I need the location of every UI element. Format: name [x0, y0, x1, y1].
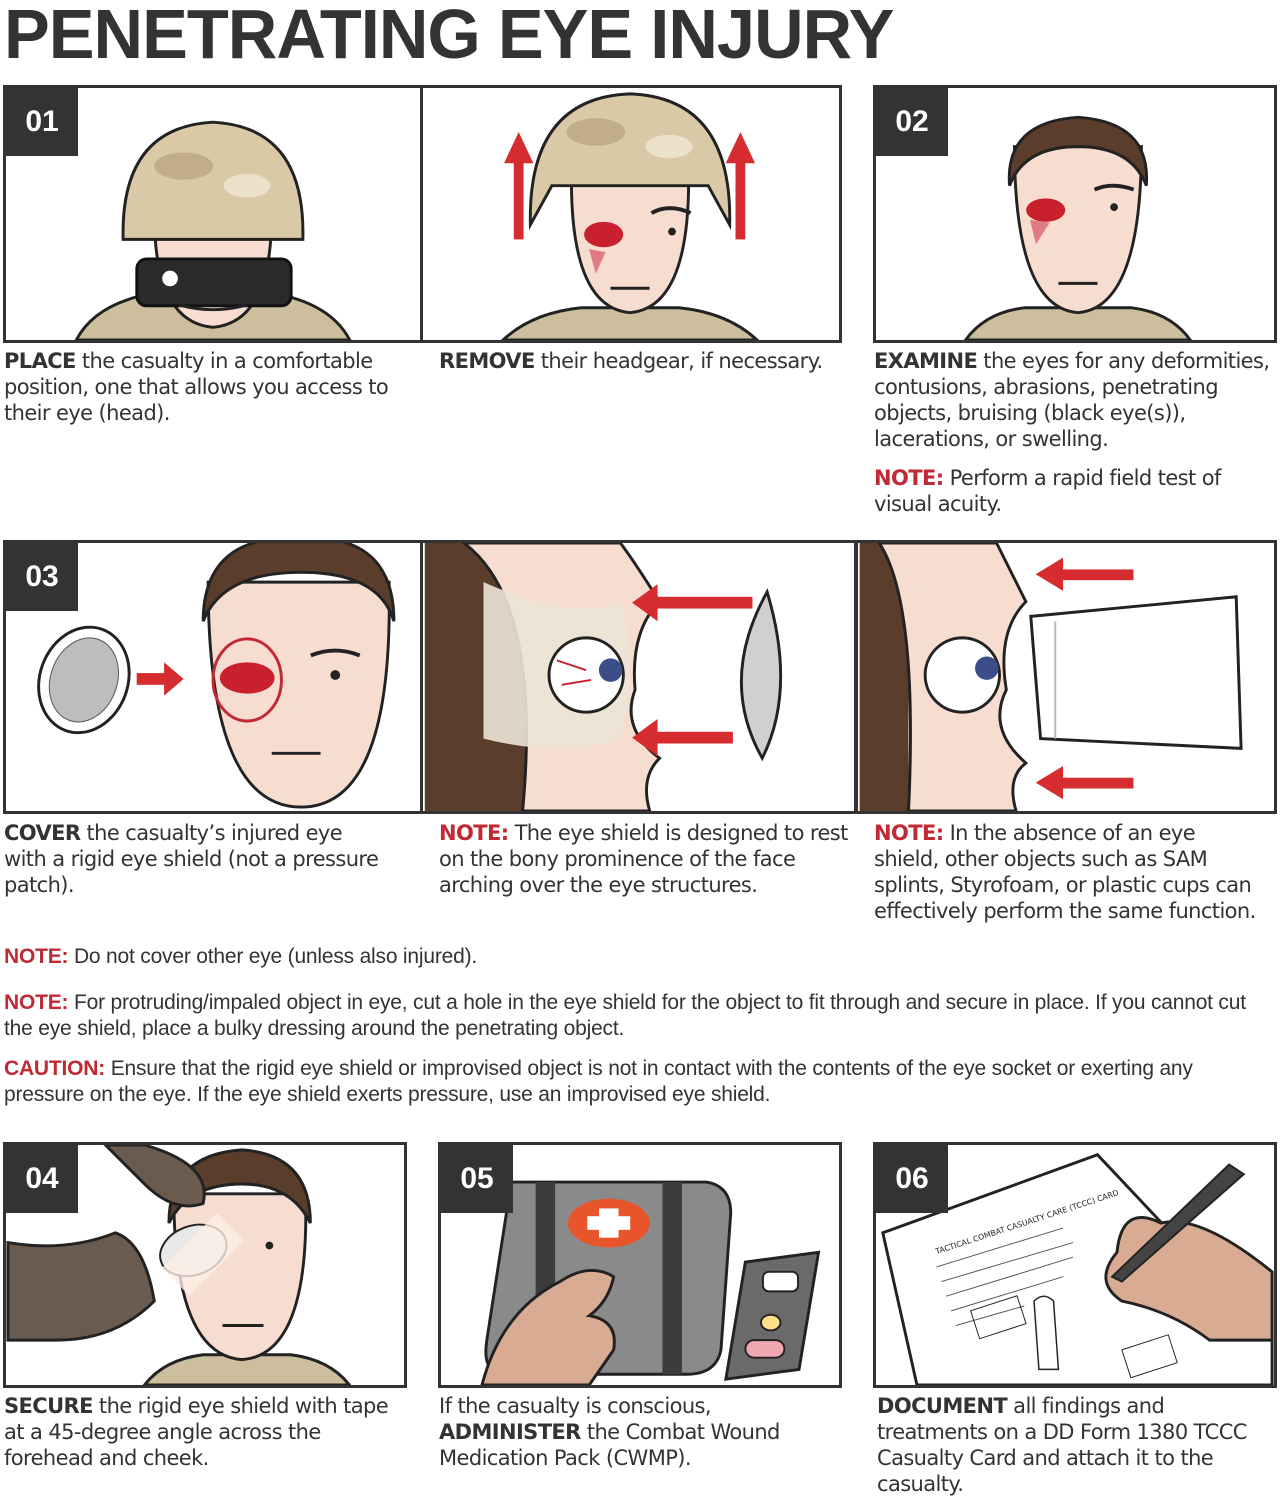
step-01-panel: 01 [3, 85, 423, 343]
note-impaled-object: NOTE: For protruding/impaled object in e… [4, 991, 1246, 1040]
step-06-caption: DOCUMENT all findings and treatments on … [877, 1394, 1247, 1496]
eye-shield-side-view-illustration [424, 543, 783, 811]
cup-side-panel [855, 540, 1277, 814]
step-04-caption: SECURE the rigid eye shield with tape at… [4, 1394, 389, 1470]
soldier-injured-eye-illustration [963, 115, 1193, 340]
casualty-card-icon [881, 1153, 1274, 1385]
step-05-caption: If the casualty is conscious, ADMINISTER… [439, 1394, 780, 1470]
soldier-goggles-illustration [74, 120, 352, 340]
arrow-left-icon [632, 584, 753, 757]
eye-shield-icon [37, 625, 131, 735]
soldier-helmet-removal-illustration [500, 92, 760, 340]
pen-icon [1110, 1163, 1246, 1283]
step-05-panel: 05 [438, 1142, 842, 1388]
shield-note: NOTE: The eye shield is designed to rest… [439, 821, 848, 897]
arrow-up-icon [504, 131, 756, 240]
cup-note: NOTE: In the absence of an eye shield, o… [874, 821, 1256, 923]
step-badge: 03 [6, 543, 78, 611]
step-badge: 04 [6, 1145, 78, 1213]
step-badge: 06 [876, 1145, 948, 1213]
plastic-cup-over-eye-illustration [859, 543, 1243, 811]
shield-side-panel [420, 540, 857, 814]
medical-cross-icon [567, 1198, 650, 1248]
step-01-caption: PLACE the casualty in a comfortable posi… [4, 349, 389, 425]
gloved-hand-icon [6, 1231, 156, 1342]
medical-kit-illustration [480, 1180, 821, 1385]
hand-icon [480, 1269, 616, 1385]
step-04-panel: 04 [3, 1142, 407, 1388]
step-badge: 02 [876, 88, 948, 156]
step-badge: 01 [6, 88, 78, 156]
page-title: PENETRATING EYE INJURY [4, 0, 894, 73]
arrow-right-icon [136, 662, 184, 696]
step-06-panel: 06 TACTICAL COMBAT CASUALTY CARE (TCCC) … [873, 1142, 1277, 1388]
note-other-eye: NOTE: Do not cover other eye (unless als… [4, 945, 478, 968]
taping-eye-shield-illustration [6, 1145, 352, 1385]
step-03-panel: 03 [3, 540, 423, 814]
step-02-caption: EXAMINE the eyes for any deformities, co… [874, 349, 1270, 451]
tccc-card-writing-illustration: TACTICAL COMBAT CASUALTY CARE (TCCC) CAR… [881, 1153, 1274, 1385]
step-remove-caption: REMOVE their headgear, if necessary. [439, 349, 823, 373]
eye-shield-to-eye-illustration [37, 543, 396, 809]
step-remove-panel [420, 85, 842, 343]
caution-pressure: CAUTION: Ensure that the rigid eye shiel… [4, 1057, 1193, 1106]
step-02-panel: 02 [873, 85, 1277, 343]
step-badge: 05 [441, 1145, 513, 1213]
pill-pack-icon [724, 1250, 821, 1381]
step-03-caption: COVER the casualty’s injured eye with a … [4, 821, 379, 897]
plastic-cup-icon [1029, 595, 1243, 750]
arrow-left-icon [1035, 557, 1134, 800]
step-02-note: NOTE: Perform a rapid field test of visu… [874, 466, 1221, 516]
